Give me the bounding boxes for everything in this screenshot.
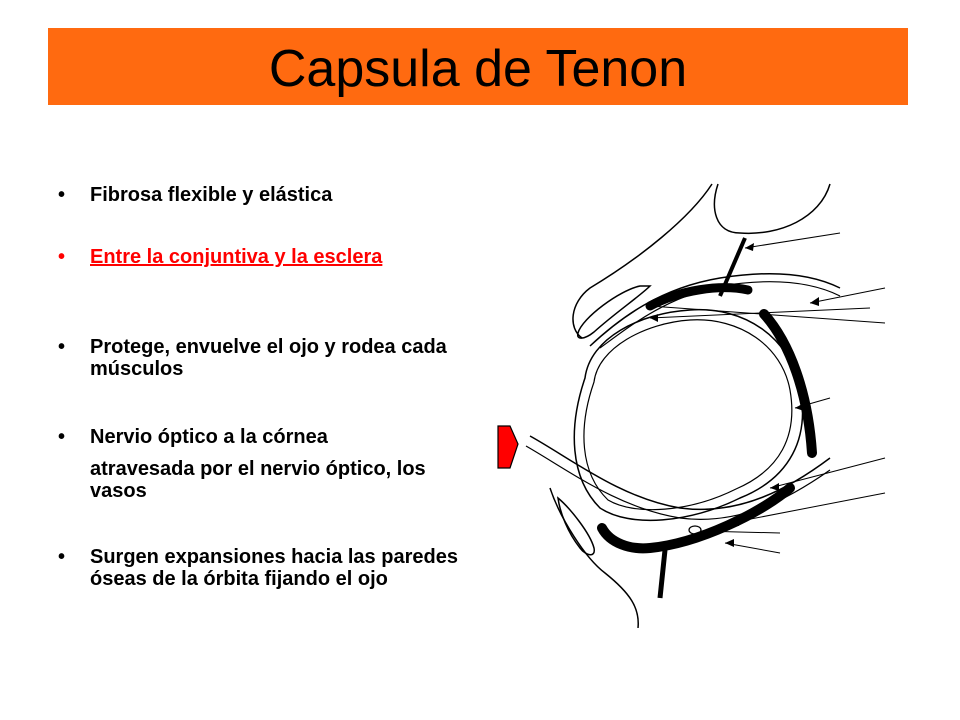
label-line (809, 287, 886, 304)
arrowhead-icon (730, 518, 739, 526)
title-bar: Capsula de Tenon (48, 28, 908, 105)
lower-conjunctiva-inner (525, 445, 831, 520)
small-vessel (688, 525, 702, 535)
bullet-item-nervio: • Nervio óptico a la córnea (58, 426, 328, 448)
label-line (729, 492, 886, 524)
upper-fold-outline (713, 183, 831, 235)
bullet-dot: • (58, 336, 66, 358)
bullet-continuation: atravesada por el nervio óptico, los vas… (90, 458, 426, 502)
arrowhead-icon (795, 403, 804, 411)
upper-tarsal-plate (576, 285, 652, 339)
red-arrow-icon (497, 425, 519, 469)
bullet-text: Surgen expansiones hacia las paredes óse… (90, 546, 458, 590)
bullet-text: Protege, envuelve el ojo y rodea cada mú… (90, 336, 447, 380)
upper-conjunctiva (589, 272, 841, 347)
label-line (649, 307, 871, 319)
tenon-capsule-diagram (497, 183, 886, 628)
lower-conjunctiva (529, 435, 831, 511)
tenon-segment-upper (645, 283, 753, 311)
arrowhead-icon (725, 539, 734, 547)
slide-title: Capsula de Tenon (268, 39, 688, 98)
label-line (769, 457, 886, 489)
bullet-dot: • (58, 546, 66, 568)
lower-nerve-stem (657, 549, 668, 599)
label-lines (649, 232, 886, 554)
arrowhead-icon (745, 243, 754, 251)
bullet-dot: • (58, 184, 66, 206)
bullet-dot: • (58, 426, 66, 448)
bullet-item-surgen: • Surgen expansiones hacia las paredes ó… (58, 546, 458, 590)
arrowheads (650, 243, 819, 547)
bullet-text: Fibrosa flexible y elástica (90, 184, 333, 206)
bullet-text: Entre la conjuntiva y la esclera (90, 246, 383, 268)
bullet-item-entre: • Entre la conjuntiva y la esclera (58, 246, 382, 268)
label-line (744, 232, 841, 249)
label-line (724, 542, 781, 554)
eyeball-inner (583, 319, 793, 511)
label-line (649, 305, 886, 324)
bullet-item-protege: • Protege, envuelve el ojo y rodea cada … (58, 336, 458, 380)
eyeball-outer (573, 308, 804, 522)
arrowhead-icon (770, 483, 779, 491)
label-line (699, 530, 781, 534)
arrowhead-icon (810, 297, 819, 306)
lower-eyelid-outline (549, 487, 639, 628)
arrowhead-icon (650, 314, 658, 322)
tenon-segment-right (759, 309, 817, 458)
upper-nerve-stem (718, 237, 747, 297)
bullet-item-fibrosa: • Fibrosa flexible y elástica (58, 184, 332, 206)
upper-eyelid-outline (572, 183, 713, 339)
bullet-dot: • (58, 246, 66, 268)
bullet-text: Nervio óptico a la córnea (90, 426, 328, 448)
lower-tarsal-plate (557, 496, 595, 556)
